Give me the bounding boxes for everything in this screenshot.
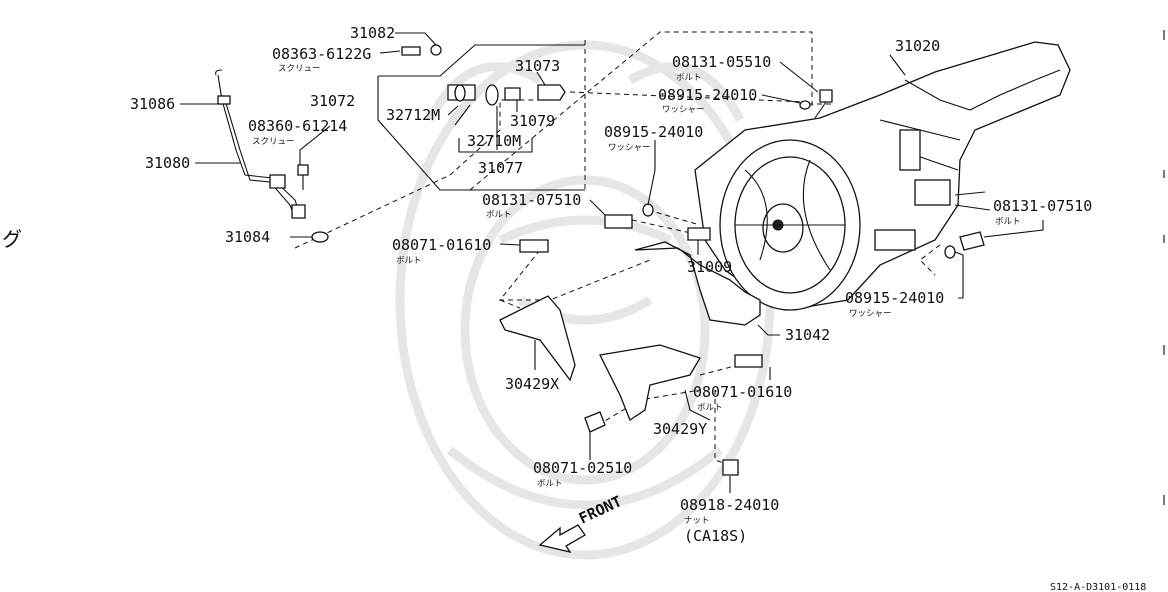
label-31020: 31020	[895, 37, 940, 55]
label-30429x: 30429X	[505, 375, 559, 393]
sublabel-bolt-6: ボルト	[537, 479, 563, 489]
label-08071-01610-b: 08071-01610	[693, 383, 792, 401]
label-ca18s: (CA18S)	[684, 527, 747, 545]
sublabel-washer-2: ワッシャー	[608, 143, 651, 153]
part-labels: 31082 08363-6122G スクリュー 31086 31072 3107…	[130, 24, 1092, 545]
sublabel-washer-3: ワッシャー	[849, 309, 892, 319]
label-30429y: 30429Y	[653, 420, 707, 438]
label-31042: 31042	[785, 326, 830, 344]
cover-plate	[634, 241, 761, 326]
label-31072: 31072	[310, 92, 355, 110]
bracket-30429y	[599, 344, 701, 421]
label-08131-05510: 08131-05510	[672, 53, 771, 71]
front-label: FRONT	[576, 492, 625, 527]
bracket-30429x	[499, 295, 576, 382]
sublabel-screw-2: スクリュー	[252, 137, 295, 147]
label-31077: 31077	[478, 159, 523, 177]
upper-small-parts	[401, 44, 566, 126]
sublabel-bolt-2: ボルト	[486, 210, 512, 220]
label-08915-24010-b: 08915-24010	[604, 123, 703, 141]
label-08131-07510-a: 08131-07510	[482, 191, 581, 209]
group-brackets	[377, 44, 585, 191]
front-arrow	[538, 524, 586, 554]
label-31073: 31073	[515, 57, 560, 75]
sublabel-bolt-5: ボルト	[697, 403, 723, 413]
label-31082: 31082	[350, 24, 395, 42]
footer-code: S12-A-D3101-0118	[1050, 582, 1146, 592]
side-mark: グ	[2, 227, 22, 251]
fasteners	[519, 89, 985, 476]
sublabel-bolt-3: ボルト	[396, 256, 422, 266]
sublabel-washer-1: ワッシャー	[662, 105, 705, 115]
label-31086: 31086	[130, 95, 175, 113]
sublabel-screw-1: スクリュー	[278, 64, 321, 74]
label-08918-24010: 08918-24010	[680, 496, 779, 514]
label-08071-02510: 08071-02510	[533, 459, 632, 477]
label-32712m: 32712M	[386, 106, 440, 124]
label-08915-24010-c: 08915-24010	[845, 289, 944, 307]
label-31079: 31079	[510, 112, 555, 130]
leader-lines	[180, 32, 1044, 493]
label-31009: 31009	[687, 258, 732, 276]
sublabel-bolt-4: ボルト	[995, 217, 1021, 227]
sublabel-nut-1: ナット	[684, 516, 710, 526]
label-32710m: 32710M	[467, 132, 521, 150]
label-31080: 31080	[145, 154, 190, 172]
sublabel-bolt-1: ボルト	[676, 73, 702, 83]
label-08360-61214: 08360-61214	[248, 117, 347, 135]
label-31084: 31084	[225, 228, 270, 246]
transmission-assembly	[694, 41, 1071, 311]
label-08071-01610-a: 08071-01610	[392, 236, 491, 254]
label-08915-24010-a: 08915-24010	[658, 86, 757, 104]
label-08363-6122g: 08363-6122G	[272, 45, 371, 63]
label-08131-07510-b: 08131-07510	[993, 197, 1092, 215]
